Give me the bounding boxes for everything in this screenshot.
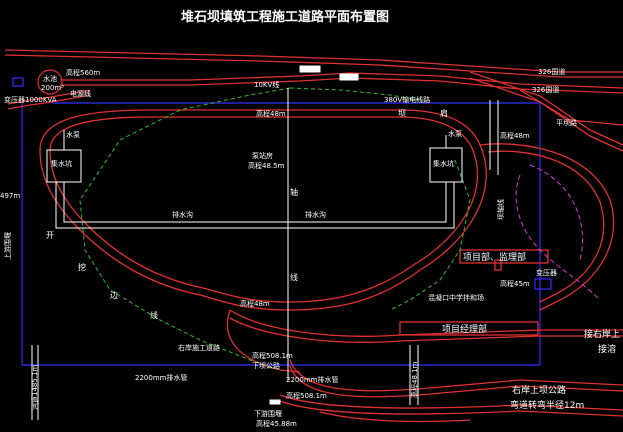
label-dam-left-2: 肩 (440, 108, 448, 118)
label-dim-497: 497m (0, 192, 20, 200)
label-road-326-a: 326国道 (538, 67, 565, 76)
label-right-upper-road: 右岸上坝公路 (512, 384, 566, 396)
label-curve-radius: 弯道转弯半径12m (510, 399, 584, 411)
label-transformer-right: 变压器 (536, 268, 557, 277)
label-top-road-right: 平坝路 (556, 118, 577, 127)
drain-structures (31, 65, 499, 420)
label-right-road: 右岸施工道路 (178, 343, 220, 352)
drawing-title: 堆石坝填筑工程施工道路平面布置图 (181, 9, 389, 25)
label-road-326-b: 326国道 (532, 85, 559, 94)
label-elev-48-right: 高程48m (500, 131, 530, 140)
label-elev-48: 高程48m (256, 109, 286, 118)
label-sump-right: 集水坑 (433, 159, 454, 168)
label-pipe-axis: 2200mm排水管 (286, 375, 338, 384)
labels: 326国道 326国道 高程560m 水池 200m³ 变压器1000KVA 电… (0, 67, 620, 428)
label-sump-left: 集水坑 (51, 159, 72, 168)
label-road-left-vertical: 上游围堰 (3, 232, 12, 260)
label-water-pool: 水池 (43, 74, 57, 83)
label-road-pipe: 2200mm排水管 (135, 373, 187, 382)
label-elev-bottom: 高程508.1m (286, 391, 327, 400)
haul-boundary (515, 164, 601, 301)
label-dam-left-1: 坝 (398, 109, 406, 118)
label-10kv-line: 10KV线 (254, 80, 279, 89)
label-excav-4: 线 (150, 310, 158, 320)
label-connect-right-2: 接溶 (598, 343, 616, 355)
label-elev-560: 高程560m (66, 68, 100, 77)
label-excav-3: 边 (110, 290, 118, 300)
label-mixing-station: 混凝口中学拌和场 (428, 293, 484, 302)
label-elev-mid: 高程48m (240, 299, 270, 308)
label-vertical-1: 坝轴线 (496, 199, 505, 220)
label-mid-bottom-v: 高程48.1m (410, 361, 419, 398)
label-manager-dept: 项目经理部 (442, 323, 487, 335)
label-drain-right: 排水沟 (305, 210, 326, 219)
label-axis-2: 线 (290, 272, 298, 282)
label-office: 项目部、监理部 (463, 251, 526, 263)
label-elev-bottom-2: 高程45.88m (256, 419, 297, 428)
label-downstream-cofferdam: 下游围堰 (254, 409, 282, 418)
vertical-labels: 上游围堰 坝轴线 河道1485.1m 高程48.1m (3, 199, 505, 410)
label-pump-left: 水泵 (66, 130, 80, 139)
water-pool-icon (37, 69, 63, 95)
power-line (79, 87, 471, 371)
label-excav-1: 开 (46, 231, 54, 240)
label-pump-right: 水泵 (448, 129, 462, 138)
label-excav-2: 挖 (78, 262, 86, 272)
label-power-line-left: 电源线 (70, 89, 91, 98)
label-elev-485: 高程48.5m (248, 161, 285, 170)
label-power-380: 380V输电线路 (384, 95, 430, 104)
label-water-pool-cap: 200m³ (41, 84, 64, 92)
blue-boundary (12, 77, 552, 366)
label-elev-45: 高程45m (500, 279, 530, 288)
label-elev-508: 高程508.1m (252, 351, 293, 360)
label-connect-right-1: 接右岸上 (584, 328, 620, 340)
label-drain-left: 排水沟 (172, 210, 193, 219)
road-network (4, 49, 623, 423)
label-pump-station: 泵站房 (252, 151, 273, 160)
label-transformer-left: 变压器1000KVA (4, 95, 57, 104)
label-axis-1: 轴 (290, 187, 298, 197)
label-vertical-2: 下坝公路 (252, 361, 280, 370)
label-left-bottom-v: 河道1485.1m (30, 365, 39, 410)
